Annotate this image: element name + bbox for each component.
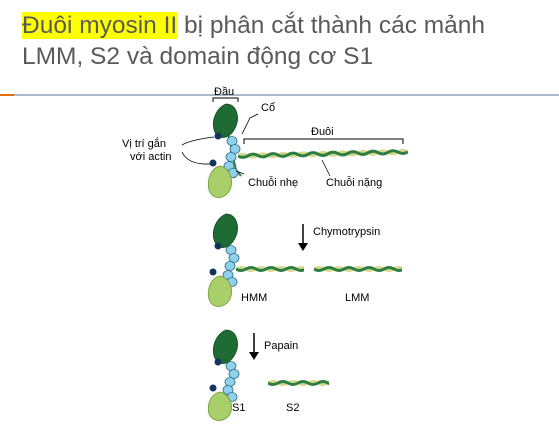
s2-fragment: [268, 380, 329, 386]
title-rest: bị phân cắt thành các mảnh LMM, S2 và do…: [22, 12, 486, 70]
head-dark: [212, 103, 238, 138]
label-head: Đầu: [214, 86, 234, 98]
divider-accent: [0, 94, 14, 96]
label-tail: Đuôi: [311, 126, 334, 138]
label-heavy-chain: Chuỗi nặng: [326, 176, 382, 189]
label-hmm: HMM: [241, 292, 267, 304]
title-highlight: Đuôi myosin II: [22, 12, 178, 39]
lmm-fragment: [314, 266, 402, 272]
label-actin-site-line2: với actin: [130, 151, 171, 163]
head-bracket: [212, 97, 239, 102]
label-chymotrypsin: Chymotrypsin: [313, 226, 380, 238]
label-papain: Papain: [264, 340, 298, 352]
s1-fragment: [207, 329, 240, 421]
intact-myosin: [181, 97, 409, 198]
tail-bracket: [243, 138, 404, 144]
label-s2: S2: [286, 402, 299, 414]
slide-title: Đuôi myosin II bị phân cắt thành các mản…: [22, 10, 552, 72]
head-light: [207, 165, 232, 198]
actin-binding-site-2: [209, 159, 217, 167]
label-neck: Cổ: [261, 102, 275, 114]
label-actin-site-line1: Vị trí gắn: [122, 137, 166, 150]
chymotrypsin-arrow: [298, 224, 308, 251]
label-lmm: LMM: [345, 292, 369, 304]
label-light-chain: Chuỗi nhẹ: [248, 176, 298, 189]
label-s1: S1: [232, 402, 245, 414]
papain-arrow: [249, 333, 259, 360]
title-divider: [0, 94, 559, 96]
hmm-fragment: [207, 213, 304, 307]
actin-binding-site-1: [214, 132, 222, 140]
light-chain-beads: [223, 136, 241, 178]
